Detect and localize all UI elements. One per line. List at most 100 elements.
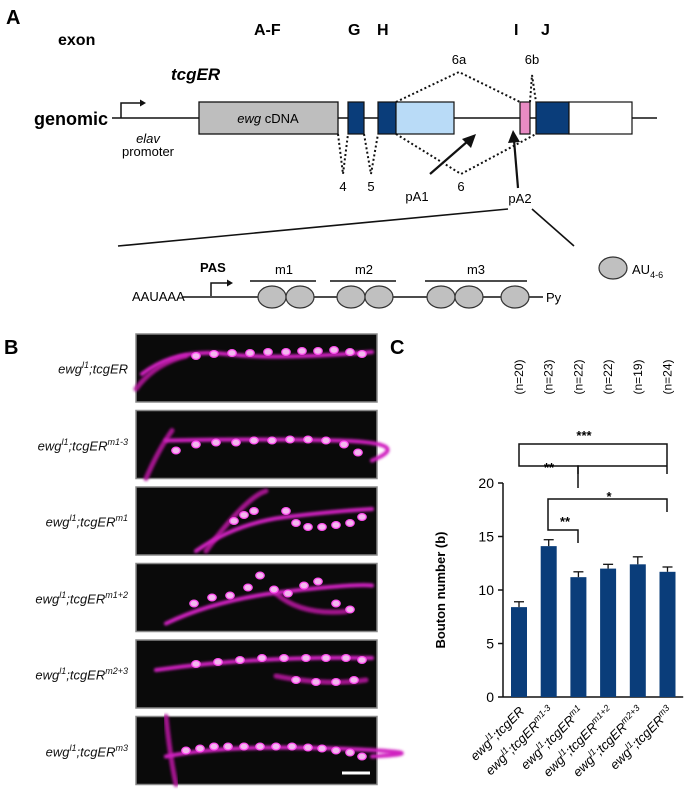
bouton (303, 435, 313, 444)
bar (629, 564, 646, 697)
motif-label-m1: m1 (275, 262, 293, 277)
bar (570, 577, 587, 697)
motif-label-m2: m2 (355, 262, 373, 277)
y-axis-label: Bouton number (b) (433, 532, 448, 649)
cdna-box (198, 101, 339, 135)
bouton (239, 742, 249, 751)
bouton (231, 438, 241, 447)
au-elements (257, 285, 530, 309)
axon-branch (163, 714, 179, 787)
pa2-arrow (512, 139, 520, 189)
bouton (317, 744, 327, 753)
exon-j-utr (568, 101, 633, 135)
y-tick-label: 20 (478, 475, 494, 491)
bouton (283, 589, 293, 598)
micrograph-genotype-label: ewgl1;tcgERm1-3 (37, 436, 128, 453)
y-tick-label: 10 (478, 582, 494, 598)
bouton (189, 599, 199, 608)
micrograph-genotype-label: ewgl1;tcgERm1+2 (35, 589, 128, 606)
axon-branch (273, 591, 349, 615)
significance-marker: ** (544, 460, 555, 475)
bouton (353, 448, 363, 457)
bouton (317, 522, 327, 532)
exon-i (519, 101, 531, 135)
bouton (331, 599, 341, 608)
bouton (181, 746, 191, 755)
bouton (271, 742, 281, 751)
significance-marker: *** (576, 428, 592, 443)
bouton (321, 653, 331, 663)
bouton (357, 752, 367, 761)
y-tick-label: 5 (486, 636, 494, 652)
exon-group-g: G (348, 22, 360, 39)
bouton (243, 583, 253, 592)
bar (540, 546, 557, 697)
bouton (331, 677, 341, 687)
exon-group-i: I (514, 22, 518, 39)
bouton (311, 677, 321, 687)
exon-group-h: H (377, 22, 389, 39)
significance-marker: ** (560, 514, 571, 529)
au-element (454, 285, 484, 309)
micrograph-panel (135, 562, 378, 633)
au-element (285, 285, 315, 309)
splice-lines (337, 70, 537, 176)
bouton (239, 510, 249, 520)
bouton (279, 653, 289, 663)
bouton (213, 657, 223, 667)
bouton (303, 743, 313, 752)
bouton (191, 659, 201, 669)
bouton (345, 347, 355, 357)
zoom-line-left (117, 208, 509, 247)
promoter-arrow (120, 102, 141, 118)
micrograph-genotype-label: ewgl1;tcgERm2+3 (35, 666, 128, 683)
bouton (331, 520, 341, 530)
y-tick-label: 0 (486, 689, 494, 705)
splice-label-6b: 6b (525, 52, 539, 67)
panel-b-label: B (4, 337, 18, 359)
micrograph-frame (135, 333, 378, 403)
micrograph-genotype-label: ewgl1;tcgER (58, 360, 128, 377)
bouton (207, 593, 217, 602)
bouton (291, 675, 301, 685)
splice-label-4: 4 (339, 179, 346, 194)
bouton (267, 436, 277, 445)
bouton (285, 435, 295, 444)
splice-label-5: 5 (367, 179, 374, 194)
bouton (301, 653, 311, 663)
micrograph-panel (135, 714, 404, 787)
micrograph-panel (133, 333, 378, 403)
bouton (345, 518, 355, 528)
panel-a-label: A (6, 7, 20, 29)
bouton (225, 591, 235, 600)
significance-marker: * (606, 489, 612, 504)
bouton (341, 653, 351, 663)
bouton (313, 577, 323, 586)
bouton (209, 349, 219, 359)
pa2-label: pA2 (508, 191, 531, 206)
sample-size-label: (n=19) (631, 359, 645, 394)
splice-label-6: 6 (457, 179, 464, 194)
exon-group-j: J (541, 22, 550, 39)
au-element (500, 285, 530, 309)
sample-size-label: (n=22) (601, 359, 615, 394)
bouton (331, 746, 341, 755)
bouton (235, 655, 245, 665)
au-element (426, 285, 456, 309)
pa1-label: pA1 (405, 189, 428, 204)
micrograph-panel (135, 639, 378, 709)
promoter-gene: elav (136, 131, 161, 146)
cdna-label: ewg cDNA (237, 111, 299, 126)
bouton (357, 349, 367, 359)
micrograph-panel (135, 486, 378, 556)
bouton (249, 506, 259, 516)
bouton (263, 347, 273, 357)
bouton (211, 438, 221, 447)
pas-arrow (210, 282, 228, 296)
bouton (255, 742, 265, 751)
splice-label-6a: 6a (452, 52, 467, 67)
bouton (339, 440, 349, 449)
pa1-arrow (429, 140, 469, 175)
bouton (345, 605, 355, 614)
